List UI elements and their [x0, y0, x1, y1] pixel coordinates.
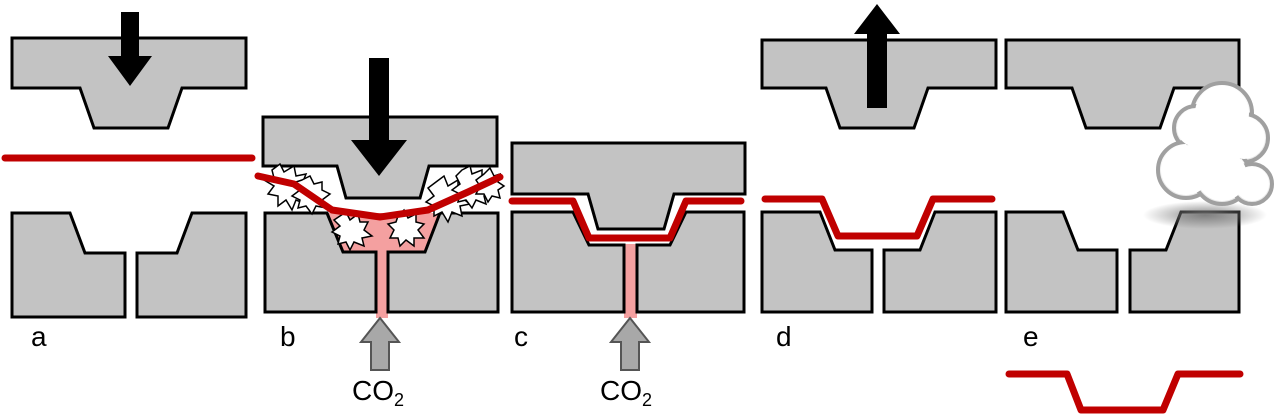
stage-b: b CO2 [254, 58, 506, 410]
down-arrow-icon [351, 58, 407, 176]
lower-mold-right [386, 211, 500, 314]
lower-mold-left [10, 211, 127, 319]
released-part [1005, 370, 1244, 414]
down-arrow-icon [108, 12, 152, 86]
stage-a: a [1, 12, 256, 352]
stage-e: e [1004, 38, 1274, 414]
gas-label: CO2 [352, 375, 404, 410]
lower-mold-right [882, 210, 998, 314]
stage-label: e [1023, 321, 1039, 352]
stage-label: a [31, 321, 47, 352]
film-sheet [254, 172, 504, 221]
formed-film [761, 195, 996, 240]
stage-d: d [760, 4, 998, 352]
hollow-up-arrow-icon [358, 316, 402, 371]
hollow-up-arrow-icon [608, 316, 652, 371]
upper-mold [1004, 38, 1241, 130]
gas-channel [624, 244, 637, 318]
stage-label: b [280, 321, 296, 352]
starburst-icon [330, 208, 426, 252]
lower-mold-left [1004, 210, 1119, 314]
lower-mold-left [263, 211, 378, 314]
up-arrow-icon [854, 4, 900, 108]
stage-label: d [776, 321, 792, 352]
stage-label: c [514, 321, 528, 352]
formed-film [508, 197, 745, 242]
cloud-icon [1143, 81, 1274, 229]
gas-label: CO2 [600, 375, 652, 410]
upper-mold [510, 141, 747, 231]
lower-mold-left [760, 210, 874, 314]
lower-mold-right [635, 210, 746, 314]
lower-mold-right [135, 211, 248, 319]
stage-c: c CO2 [508, 141, 747, 410]
lower-mold-left [510, 210, 626, 314]
